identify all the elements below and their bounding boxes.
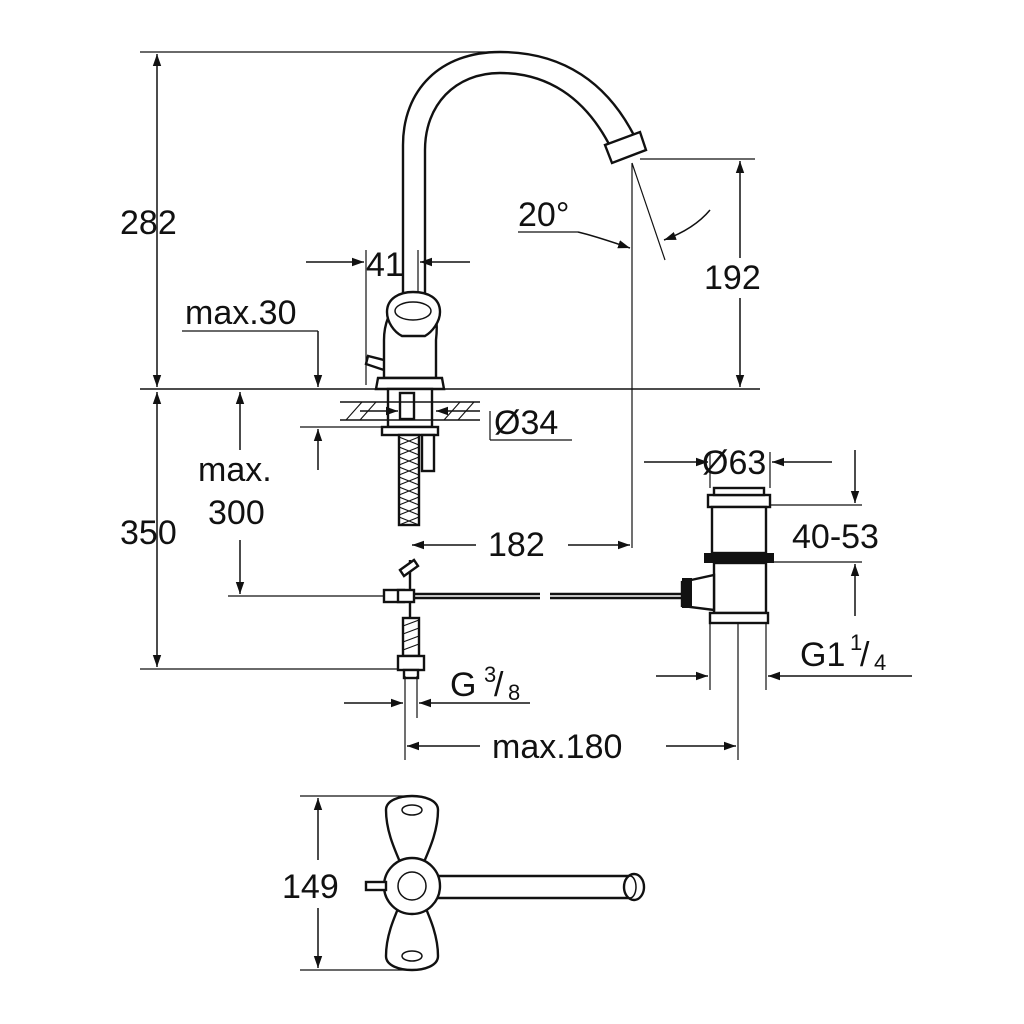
dimension-max-30-label: max.30 [185,294,297,332]
dimension-350-label: 350 [120,514,177,552]
dimension-diameter-34: Ø34 [360,404,572,442]
dimension-282-label: 282 [120,204,177,242]
dimension-max-180-label: max.180 [492,728,622,766]
dimension-g-3-8: G 3 / 8 [344,662,530,718]
dimension-diameter-63: Ø63 [644,444,832,488]
dimension-192-label: 192 [704,259,761,297]
dimension-diameter-34-label: Ø34 [494,404,558,442]
dimension-angle-20-label: 20° [518,196,569,234]
dimension-182: 182 [412,526,630,564]
dimension-max-300-line2: 300 [208,494,265,532]
dimension-g1-1-4-numerator: 1 [850,630,862,655]
dimension-g-3-8-main: G [450,666,476,704]
dimension-40-53: 40-53 [770,450,879,616]
dimension-g1-1-4-denominator: 4 [874,650,886,675]
dimension-282: 282 [120,51,510,387]
dimension-g1-1-4: G1 1 / 4 [656,623,912,690]
dimension-max-30: max.30 [182,294,400,470]
dimension-149-label: 149 [282,868,339,906]
dimension-max-180: max.180 [404,623,739,766]
dimension-192: 192 [640,158,774,387]
dimension-40-53-label: 40-53 [792,518,879,556]
dimension-g1-1-4-main: G1 [800,636,845,674]
faucet-top-view [364,794,646,972]
dimension-41-label: 41 [366,246,404,284]
dimension-g-3-8-numerator: 3 [484,662,496,687]
dimension-max-300: max. 300 [198,392,400,597]
faucet-front-view [364,50,648,527]
waste-fitting [680,486,774,625]
dimension-182-label: 182 [488,526,545,564]
dimension-g-3-8-slash: / [494,666,504,704]
pop-up-rod [382,558,682,680]
dimension-g-3-8-denominator: 8 [508,680,520,705]
dimension-149: 149 [282,795,410,971]
dimension-350: 350 [120,392,410,670]
dimension-g1-1-4-slash: / [860,636,870,674]
dimension-angle-20: 20° [518,162,711,548]
dimension-max-300-line1: max. [198,451,272,489]
dimension-diameter-63-label: Ø63 [702,444,766,482]
